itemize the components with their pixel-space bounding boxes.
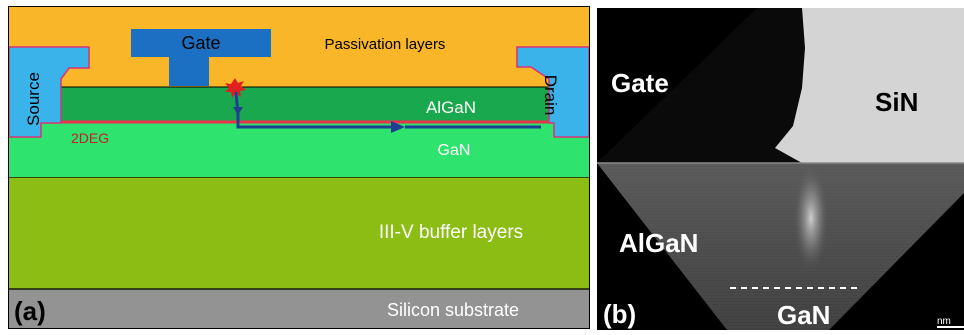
scale-bar-text: nm [937, 316, 951, 327]
twodeg-label: 2DEG [71, 130, 109, 146]
tem-micrograph: Gate SiN AlGaN GaN (b) nm [597, 8, 964, 330]
buffer-label: III-V buffer layers [379, 222, 523, 243]
substrate-label: Silicon substrate [387, 300, 519, 320]
tem-sin-label: SiN [875, 87, 918, 117]
tem-gan-label: GaN [777, 300, 830, 330]
algan-label: AlGaN [426, 98, 476, 117]
gate-label: Gate [181, 33, 220, 53]
cross-section-svg: Gate Passivation layers Source Drain AlG… [9, 7, 589, 328]
passivation-label: Passivation layers [325, 36, 446, 53]
tem-algan-label: AlGaN [619, 228, 698, 258]
defect-glow [793, 163, 829, 273]
passivation-layer [9, 7, 589, 87]
source-label: Source [24, 72, 43, 126]
panel-a-label: (a) [14, 296, 46, 326]
gan-label: GaN [438, 142, 471, 159]
device-cross-section-diagram: Gate Passivation layers Source Drain AlG… [8, 6, 590, 329]
panel-b-label: (b) [603, 299, 636, 329]
scale-bar [937, 326, 964, 328]
tem-gate-label: Gate [611, 68, 669, 98]
drain-label: Drain [541, 75, 560, 116]
tem-image-svg: Gate SiN AlGaN GaN (b) nm [597, 8, 964, 330]
